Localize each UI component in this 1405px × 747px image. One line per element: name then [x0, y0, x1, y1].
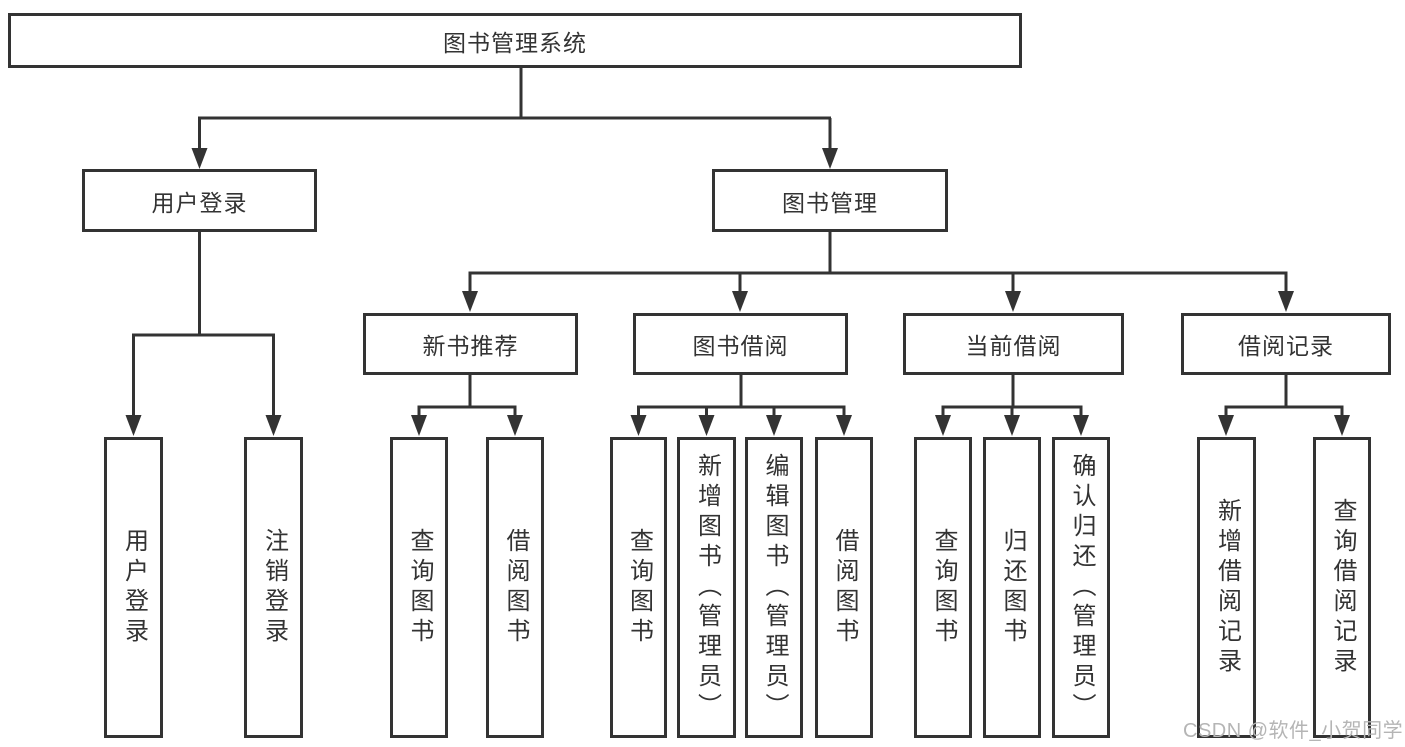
node-current-borrow: 当前借阅 [903, 313, 1124, 375]
leaf-borrow-add-books-admin-label: 新增图书（管理员） [693, 452, 721, 723]
node-book-management-label: 图书管理 [782, 189, 878, 216]
leaf-current-query-books-label: 查询图书 [930, 527, 957, 648]
leaf-user-login-label: 用户登录 [120, 527, 148, 648]
leaf-current-query-books: 查询图书 [914, 437, 972, 738]
leaf-user-login: 用户登录 [104, 437, 163, 738]
leaf-current-confirm-return-admin: 确认归还（管理员） [1052, 437, 1110, 738]
node-book-borrow: 图书借阅 [633, 313, 848, 375]
leaf-borrow-borrow-books: 借阅图书 [815, 437, 873, 738]
leaf-borrow-edit-books-admin-label: 编辑图书（管理员） [761, 452, 788, 723]
node-book-borrow-label: 图书借阅 [692, 333, 789, 359]
leaf-records-query-record-label: 查询借阅记录 [1329, 497, 1356, 678]
node-user-login: 用户登录 [82, 169, 317, 232]
node-book-management: 图书管理 [712, 169, 948, 232]
node-borrow-records-label: 借阅记录 [1238, 333, 1334, 359]
leaf-logout-login: 注销登录 [244, 437, 303, 738]
node-new-book-recommend: 新书推荐 [363, 313, 578, 375]
node-root: 图书管理系统 [8, 13, 1022, 68]
leaf-borrow-query-books: 查询图书 [610, 437, 667, 738]
leaf-borrow-borrow-books-label: 借阅图书 [831, 527, 858, 648]
leaf-recommend-borrow-books-label: 借阅图书 [502, 527, 529, 648]
leaf-logout-login-label: 注销登录 [260, 527, 288, 648]
leaf-recommend-query-books-label: 查询图书 [406, 527, 433, 648]
leaf-records-add-record: 新增借阅记录 [1197, 437, 1256, 738]
leaf-records-query-record: 查询借阅记录 [1313, 437, 1371, 738]
leaf-borrow-edit-books-admin: 编辑图书（管理员） [745, 437, 803, 738]
leaf-current-return-books: 归还图书 [983, 437, 1041, 738]
watermark-text: CSDN @软件_小贺同学 [1183, 720, 1404, 742]
leaf-borrow-add-books-admin: 新增图书（管理员） [677, 437, 736, 738]
leaf-records-add-record-label: 新增借阅记录 [1213, 497, 1241, 678]
leaf-current-return-books-label: 归还图书 [999, 527, 1026, 648]
leaf-recommend-borrow-books: 借阅图书 [486, 437, 544, 738]
leaf-borrow-query-books-label: 查询图书 [625, 527, 653, 648]
node-user-login-label: 用户登录 [151, 189, 248, 216]
node-borrow-records: 借阅记录 [1181, 313, 1391, 375]
node-current-borrow-label: 当前借阅 [965, 333, 1062, 359]
node-root-label: 图书管理系统 [443, 29, 587, 56]
leaf-recommend-query-books: 查询图书 [390, 437, 448, 738]
leaf-current-confirm-return-admin-label: 确认归还（管理员） [1068, 452, 1095, 723]
node-new-book-recommend-label: 新书推荐 [422, 333, 519, 359]
